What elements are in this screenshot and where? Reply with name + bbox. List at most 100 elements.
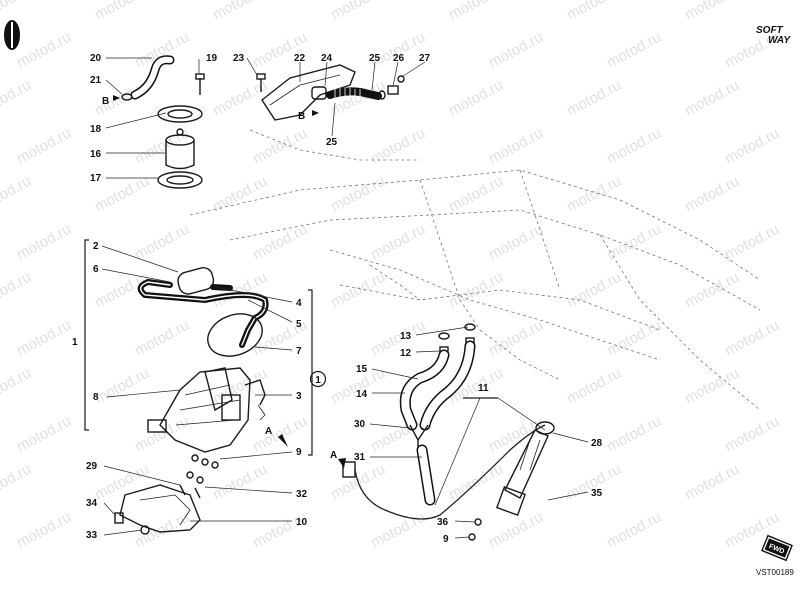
callout-23: 23 [233, 53, 245, 64]
callout-6: 6 [93, 264, 99, 275]
watermark-text: motod.ru [0, 77, 34, 120]
watermark-text: motod.ru [14, 221, 74, 264]
arrow-a-pump-icon [278, 434, 288, 447]
watermark-text: motod.ru [564, 0, 624, 24]
watermark-text: motod.ru [446, 269, 506, 312]
watermark-text: motod.ru [604, 221, 664, 264]
corrugated-hose [326, 87, 382, 101]
arrow-b-right-icon [312, 110, 319, 116]
watermark-text: motod.ru [132, 317, 192, 360]
callout-11: 11 [478, 383, 489, 394]
watermark-text: motod.ru [14, 125, 74, 168]
callout-18: 18 [90, 124, 102, 135]
callout-13: 13 [400, 331, 412, 342]
watermark-text: motod.ru [0, 269, 34, 312]
watermark-text: motod.ru [446, 77, 506, 120]
callout-9-drain: 9 [443, 534, 449, 545]
callout-1: 1 [72, 337, 78, 348]
watermark-text: motod.ru [0, 365, 34, 408]
view-arrows [113, 95, 346, 468]
watermark-layer: motod.ru motod.ru motod.ru motod.ru motod.ru… [0, 0, 782, 552]
watermark-text: motod.ru [722, 413, 782, 456]
watermark-text: motod.ru [14, 317, 74, 360]
frame-outline [189, 129, 761, 411]
callout-22: 22 [294, 53, 306, 64]
watermark-text: motod.ru [92, 0, 152, 24]
callout-33: 33 [86, 530, 98, 541]
watermark-text: motod.ru [14, 29, 74, 72]
callout-35: 35 [591, 488, 603, 499]
callout-24: 24 [321, 53, 333, 64]
callout-29: 29 [86, 461, 98, 472]
callout-17: 17 [90, 173, 102, 184]
view-label-a-wire: A [330, 450, 337, 461]
callout-labels: 20 19 21 18 16 17 23 22 24 25 26 27 25 2… [72, 53, 603, 545]
top-left-filter-assembly [121, 55, 205, 189]
watermark-text: motod.ru [368, 29, 428, 72]
watermark-text: motod.ru [92, 461, 152, 504]
callout-8: 8 [93, 392, 99, 403]
watermark-text: motod.ru [564, 365, 624, 408]
watermark-text: motod.ru [328, 0, 388, 24]
callout-7: 7 [296, 346, 302, 357]
watermark-text: motod.ru [92, 365, 152, 408]
callout-15: 15 [356, 364, 368, 375]
circled-reference: 1 [309, 370, 327, 388]
watermark-text: motod.ru [604, 29, 664, 72]
arrow-b-left-icon [113, 95, 120, 101]
callout-12: 12 [400, 348, 412, 359]
leader-lines [101, 57, 589, 539]
watermark-text: motod.ru [682, 77, 742, 120]
watermark-text: motod.ru [368, 317, 428, 360]
callout-25-bottom: 25 [326, 137, 338, 148]
watermark-text: motod.ru [210, 0, 270, 24]
watermark-text: motod.ru [682, 0, 742, 24]
callout-25-top: 25 [369, 53, 381, 64]
watermark-text: motod.ru [682, 269, 742, 312]
callout-21: 21 [90, 75, 102, 86]
assembly-brackets [84, 239, 498, 456]
watermark-text: motod.ru [250, 221, 310, 264]
watermark-text: motod.ru [722, 317, 782, 360]
watermark-text: motod.ru [0, 0, 34, 24]
pump-cover-assembly [114, 484, 201, 535]
view-label-b-right: B [298, 111, 305, 122]
callout-34: 34 [86, 498, 98, 509]
fwd-badge: FWD [761, 534, 793, 562]
watermark-text: motod.ru [250, 125, 310, 168]
watermark-text: motod.ru [722, 125, 782, 168]
view-label-a-pump: A [265, 426, 272, 437]
callout-28: 28 [591, 438, 603, 449]
callout-9-pump: 9 [296, 447, 302, 458]
callout-36: 36 [437, 517, 449, 528]
callout-3: 3 [296, 391, 302, 402]
callout-30: 30 [354, 419, 366, 430]
callout-14: 14 [356, 389, 368, 400]
watermark-text: motod.ru [604, 509, 664, 552]
watermark-text: motod.ru [250, 509, 310, 552]
callout-16: 16 [90, 149, 102, 160]
watermark-text: motod.ru [682, 173, 742, 216]
callout-20: 20 [90, 53, 102, 64]
brand-logo: SOFT WAY [756, 25, 791, 46]
watermark-text: motod.ru [604, 317, 664, 360]
watermark-text: motod.ru [328, 269, 388, 312]
callout-26: 26 [393, 53, 405, 64]
callout-5: 5 [296, 319, 302, 330]
callout-27: 27 [419, 53, 431, 64]
callout-4: 4 [296, 298, 302, 309]
watermark-text: motod.ru [486, 29, 546, 72]
watermark-text: motod.ru [132, 413, 192, 456]
callout-31: 31 [354, 452, 366, 463]
watermark-text: motod.ru [368, 221, 428, 264]
view-label-b-left: B [102, 96, 109, 107]
watermark-text: motod.ru [486, 221, 546, 264]
watermark-text: motod.ru [722, 221, 782, 264]
watermark-text: motod.ru [368, 125, 428, 168]
top-middle-breather-assembly [256, 64, 405, 121]
brand-line1: SOFT [756, 25, 784, 36]
watermark-text: motod.ru [446, 173, 506, 216]
watermark-text: motod.ru [328, 173, 388, 216]
